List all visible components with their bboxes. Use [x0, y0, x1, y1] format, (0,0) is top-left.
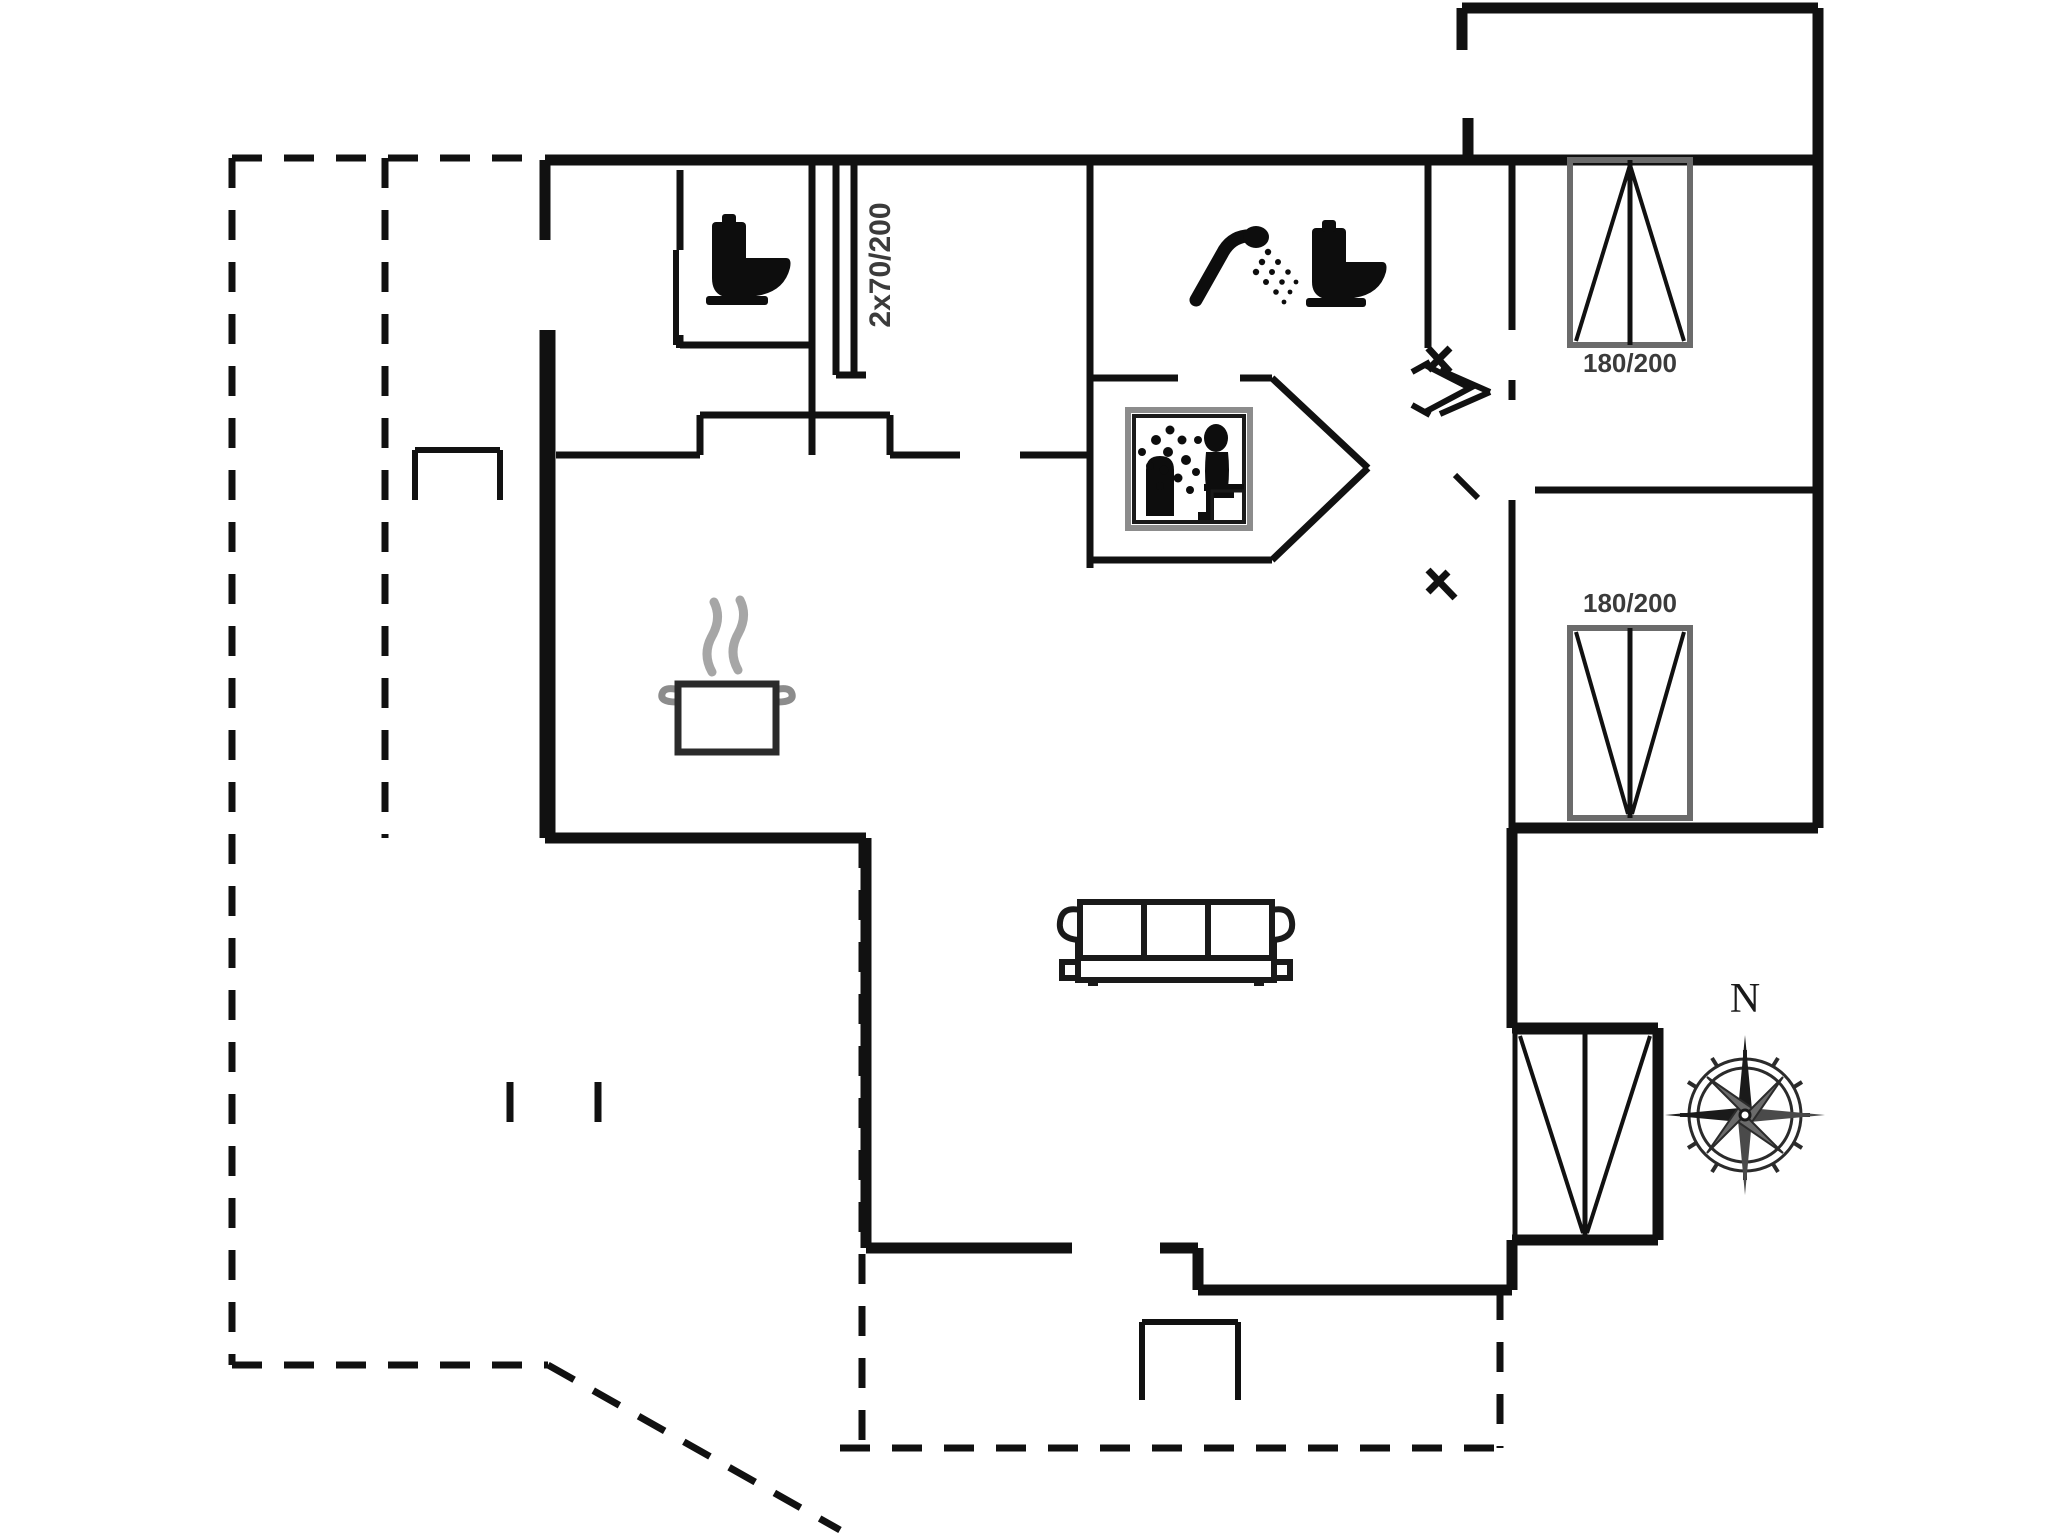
- exterior-walls: [539, 2, 1824, 1296]
- sofa-icon: [1056, 899, 1296, 986]
- bed-south: 180/200: [1567, 588, 1693, 821]
- compass-rose-icon: N: [1665, 976, 1825, 1195]
- toilet-icon-2: [1306, 220, 1387, 307]
- sauna-icon: [1125, 407, 1253, 531]
- cooking-pot-icon: [658, 595, 796, 756]
- bed-north: 180/200: [1567, 157, 1693, 378]
- bed-north-label: 180/200: [1583, 348, 1677, 378]
- shower-icon: [1189, 226, 1299, 307]
- toilet-icon: [706, 214, 791, 305]
- bed-lower-right: [1512, 1029, 1658, 1240]
- fixture-outlines: [412, 250, 1241, 1400]
- interior-walls: [548, 160, 1818, 838]
- terrace-outline-dashed: [228, 154, 1504, 1534]
- compass-north-label: N: [1730, 976, 1760, 1022]
- terrace-post-marks: [506, 1082, 602, 1122]
- window-spec-label: 2x70/200: [864, 202, 897, 327]
- bed-south-label: 180/200: [1583, 588, 1677, 618]
- door-openings: [1410, 345, 1492, 601]
